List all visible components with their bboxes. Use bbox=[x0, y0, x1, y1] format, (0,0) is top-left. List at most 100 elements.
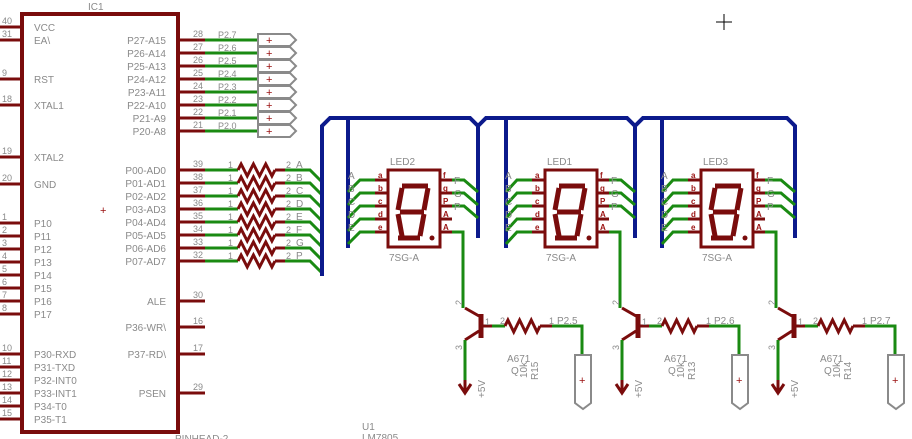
pin-number: 2 bbox=[454, 300, 464, 305]
led-pin-label: b bbox=[691, 184, 696, 193]
res-pin-number: 1 bbox=[228, 225, 233, 235]
transistor-collector bbox=[777, 306, 793, 318]
led-pin-label: d bbox=[535, 210, 540, 219]
res-pin-number: 2 bbox=[286, 251, 291, 261]
pin-label: P16 bbox=[34, 297, 52, 308]
bus-entry bbox=[285, 181, 324, 197]
led-pin-label: f bbox=[600, 171, 603, 180]
base-resistor bbox=[503, 316, 542, 336]
resistor-name: R13 bbox=[687, 361, 698, 380]
pin-label: P30-RXD bbox=[34, 350, 76, 361]
pin-number: 1 bbox=[2, 212, 7, 222]
pin-label: P07-AD7 bbox=[125, 257, 166, 268]
pin-label: RST bbox=[34, 75, 54, 86]
supply-arrow bbox=[614, 380, 630, 396]
connector-pin bbox=[887, 354, 905, 411]
resistor bbox=[236, 186, 277, 206]
resistor-name: R14 bbox=[843, 361, 854, 380]
res-pin-number: 2 bbox=[286, 199, 291, 209]
pin-label: XTAL2 bbox=[34, 153, 64, 164]
pin-number: 6 bbox=[2, 277, 7, 287]
bus-entry bbox=[346, 204, 375, 220]
connector-pin bbox=[257, 111, 298, 125]
pin-label: EA\ bbox=[34, 36, 50, 47]
pin-number: 27 bbox=[193, 42, 203, 52]
pin-number: 17 bbox=[193, 343, 203, 353]
connector-plus: + bbox=[266, 74, 272, 86]
bus-entry bbox=[346, 217, 375, 233]
led-segment bbox=[417, 213, 427, 237]
transistor-name: Q bbox=[668, 366, 676, 377]
net-label: P2.5 bbox=[557, 316, 578, 327]
led-pin-label: A bbox=[600, 210, 606, 219]
net-label: A bbox=[661, 171, 668, 182]
net-label: F bbox=[454, 176, 460, 187]
net-label: P2.7 bbox=[218, 30, 237, 40]
net-label: P2.1 bbox=[218, 108, 237, 118]
net-label: C bbox=[348, 197, 355, 208]
pin-number: 26 bbox=[193, 55, 203, 65]
pin-label: P21-A9 bbox=[133, 114, 167, 125]
resistor-value: 10k bbox=[676, 361, 687, 378]
pin-label: P34-T0 bbox=[34, 402, 67, 413]
resistor bbox=[236, 251, 277, 271]
decimal-point bbox=[742, 235, 748, 241]
led-pin-label: c bbox=[535, 197, 540, 206]
led-segment bbox=[552, 213, 562, 237]
decimal-point bbox=[429, 235, 435, 241]
resistor-value: 10k bbox=[832, 361, 843, 378]
led-pin-label: f bbox=[756, 171, 759, 180]
pin-number: 21 bbox=[193, 120, 203, 130]
seven-segment-display[interactable] bbox=[543, 168, 599, 249]
led-segment bbox=[708, 187, 718, 211]
bus-entry bbox=[285, 259, 324, 275]
resistor bbox=[236, 160, 277, 180]
pin-number: 2 bbox=[657, 316, 662, 326]
seven-segment-display[interactable] bbox=[699, 168, 755, 249]
net-label: P bbox=[767, 202, 774, 213]
led-segment bbox=[574, 213, 584, 237]
supply-label: +5V bbox=[634, 380, 645, 398]
pin-number: 3 bbox=[454, 345, 464, 350]
led-pin-label: P bbox=[600, 197, 606, 206]
ic1-name: IC1 bbox=[88, 2, 104, 13]
resistor bbox=[236, 173, 277, 193]
res-pin-number: 2 bbox=[286, 225, 291, 235]
supply-arrow bbox=[770, 380, 786, 396]
bus-entry bbox=[285, 220, 324, 236]
pin-number: 2 bbox=[767, 300, 777, 305]
res-pin-number: 2 bbox=[286, 212, 291, 222]
bus-entry bbox=[504, 204, 532, 220]
led-segment bbox=[395, 213, 405, 237]
pin-label: P03-AD3 bbox=[125, 205, 166, 216]
connector-plus: + bbox=[266, 35, 272, 47]
pin-label: VCC bbox=[34, 23, 55, 34]
led-pin-label: A bbox=[443, 223, 449, 232]
res-pin-number: 1 bbox=[228, 212, 233, 222]
pin-label: P32-INT0 bbox=[34, 376, 77, 387]
bus-entry bbox=[660, 230, 688, 246]
led-value: 7SG-A bbox=[389, 253, 419, 264]
connector-pin bbox=[257, 33, 298, 47]
net-label: P2.4 bbox=[218, 69, 237, 79]
net-label: C bbox=[661, 197, 668, 208]
origin-marker: + bbox=[100, 205, 106, 217]
net-label: P bbox=[611, 202, 618, 213]
pin-label: P11 bbox=[34, 232, 51, 243]
pin-number: 35 bbox=[193, 211, 203, 221]
pin-label: P10 bbox=[34, 219, 52, 230]
pin-number: 11 bbox=[2, 356, 11, 366]
pin-label: P37-RD\ bbox=[128, 350, 167, 361]
resistor bbox=[236, 212, 277, 232]
led-segment bbox=[578, 187, 588, 211]
led-pin-label: a bbox=[535, 171, 540, 180]
bus-entry bbox=[285, 233, 324, 249]
seven-segment-display[interactable] bbox=[386, 168, 442, 249]
pin-number: 22 bbox=[193, 107, 203, 117]
net-label: D bbox=[296, 199, 303, 210]
transistor-name: Q bbox=[511, 366, 519, 377]
net-wire bbox=[552, 324, 584, 355]
pin-number: 31 bbox=[2, 29, 12, 39]
common-wire bbox=[765, 230, 778, 308]
